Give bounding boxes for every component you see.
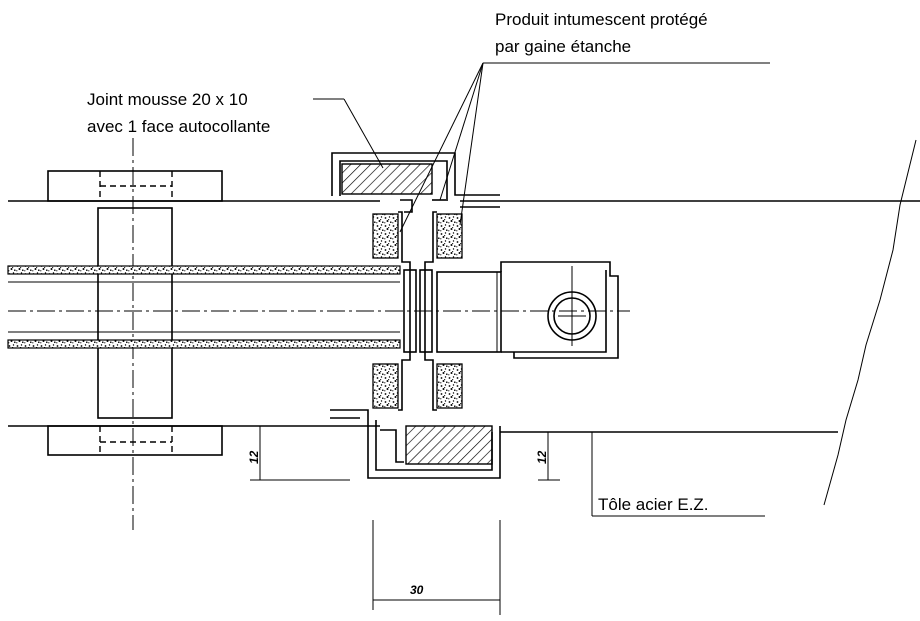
intumescent-blocks: [372, 213, 463, 409]
top-seal-housing: [331, 152, 500, 213]
horizontal-tube: [7, 265, 630, 349]
bottom-seal-housing: [330, 409, 501, 479]
label-joint-line2: avec 1 face autocollante: [87, 117, 270, 136]
dimension-12-left: 12: [247, 450, 261, 464]
label-intumescent-line2: par gaine étanche: [495, 37, 631, 56]
break-line: [823, 139, 917, 506]
label-tole-acier: Tôle acier E.Z.: [598, 495, 709, 514]
leader-lines: [313, 62, 770, 517]
right-clevis: [436, 261, 619, 359]
label-joint-line1: Joint mousse 20 x 10: [87, 90, 248, 109]
central-sleeve: [398, 211, 437, 411]
panel-edges: [8, 200, 920, 433]
dimension-12-right: 12: [535, 450, 549, 464]
label-intumescent-line1: Produit intumescent protégé: [495, 10, 708, 29]
left-bolt-assembly: [47, 138, 223, 530]
dimension-30: 30: [410, 583, 424, 597]
dimension-lines: [250, 426, 575, 615]
